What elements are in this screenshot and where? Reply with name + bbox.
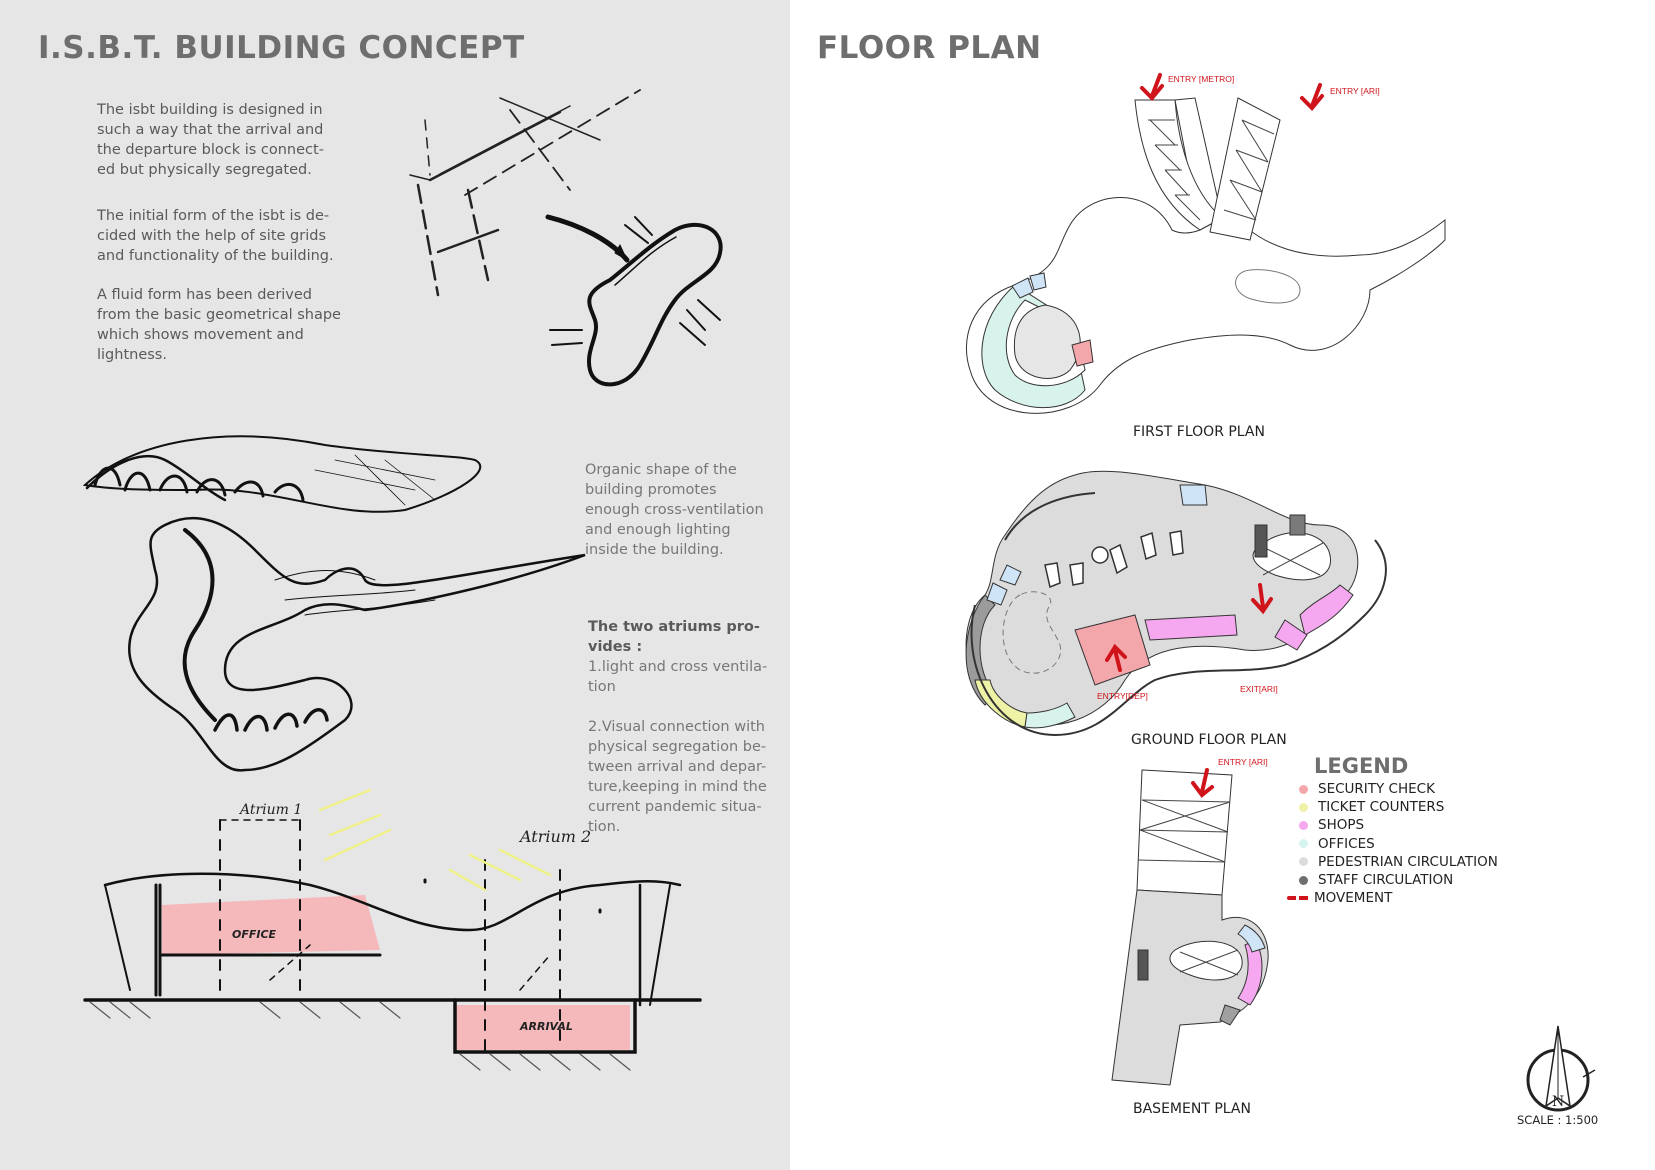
first-floor-label: FIRST FLOOR PLAN — [1133, 424, 1265, 440]
legend-swatch — [1299, 802, 1308, 812]
legend-item: SECURITY CHECK — [1287, 780, 1498, 798]
legend-label: SECURITY CHECK — [1318, 781, 1435, 798]
basement-label: BASEMENT PLAN — [1133, 1101, 1251, 1117]
legend-item: PEDESTRIAN CIRCULATION — [1287, 853, 1498, 871]
legend-swatch — [1299, 839, 1308, 849]
basement-entry-ari-label: ENTRY [ARI] — [1218, 757, 1268, 767]
legend-swatch — [1299, 857, 1308, 867]
legend-title: LEGEND — [1314, 754, 1409, 778]
atrium-paragraph: The two atriums pro-vides : 1.light and … — [588, 619, 768, 835]
legend-item: OFFICES — [1287, 835, 1498, 853]
site-grid-sketch — [409, 89, 641, 297]
legend-item: SHOPS — [1287, 816, 1498, 834]
first-entry-ari-label: ENTRY [ARI] — [1330, 86, 1380, 96]
concept-title: I.S.B.T. BUILDING CONCEPT — [38, 30, 525, 66]
form-3d-sketch — [82, 435, 586, 772]
legend-label: OFFICES — [1318, 835, 1375, 852]
ground-floor-label: GROUND FLOOR PLAN — [1131, 732, 1287, 748]
legend-swatch — [1299, 820, 1308, 830]
office-label: OFFICE — [232, 928, 277, 941]
first-floor-plan — [966, 73, 1446, 414]
legend-label: STAFF CIRCULATION — [1318, 872, 1454, 889]
legend-label: PEDESTRIAN CIRCULATION — [1318, 853, 1498, 870]
legend-label: SHOPS — [1318, 817, 1365, 834]
legend-swatch — [1299, 875, 1308, 885]
ground-exit-ari-label: EXIT[ARI] — [1240, 684, 1278, 694]
legend-label: MOVEMENT — [1314, 890, 1393, 907]
legend-item: STAFF CIRCULATION — [1287, 871, 1498, 889]
concept-paragraph-2: The initial form of the isbt is de-cided… — [97, 208, 334, 264]
fluid-form-sketch — [545, 214, 723, 387]
atrium-1-label: Atrium 1 — [238, 802, 302, 818]
arrival-label: ARRIVAL — [519, 1020, 573, 1033]
basement-plan — [1111, 768, 1269, 1086]
first-entry-metro-label: ENTRY [METRO] — [1168, 74, 1235, 84]
floor-plan-title: FLOOR PLAN — [817, 30, 1042, 66]
north-arrow: N — [1526, 1025, 1596, 1112]
scale-label: SCALE : 1:500 — [1517, 1113, 1599, 1127]
legend-item: MOVEMENT — [1287, 889, 1498, 907]
legend-swatch — [1299, 784, 1308, 794]
atrium-2-label: Atrium 2 — [518, 827, 591, 846]
ground-floor-plan — [965, 470, 1387, 737]
north-letter: N — [1552, 1094, 1564, 1110]
ground-entry-dep-label: ENTRY[DEP] — [1097, 691, 1148, 701]
legend-label: TICKET COUNTERS — [1318, 799, 1445, 816]
section-sketch: Atrium 1 Atrium 2 OFFICE ARRIVAL — [83, 788, 702, 1071]
movement-swatch — [1287, 896, 1311, 901]
legend-item: TICKET COUNTERS — [1287, 798, 1498, 816]
